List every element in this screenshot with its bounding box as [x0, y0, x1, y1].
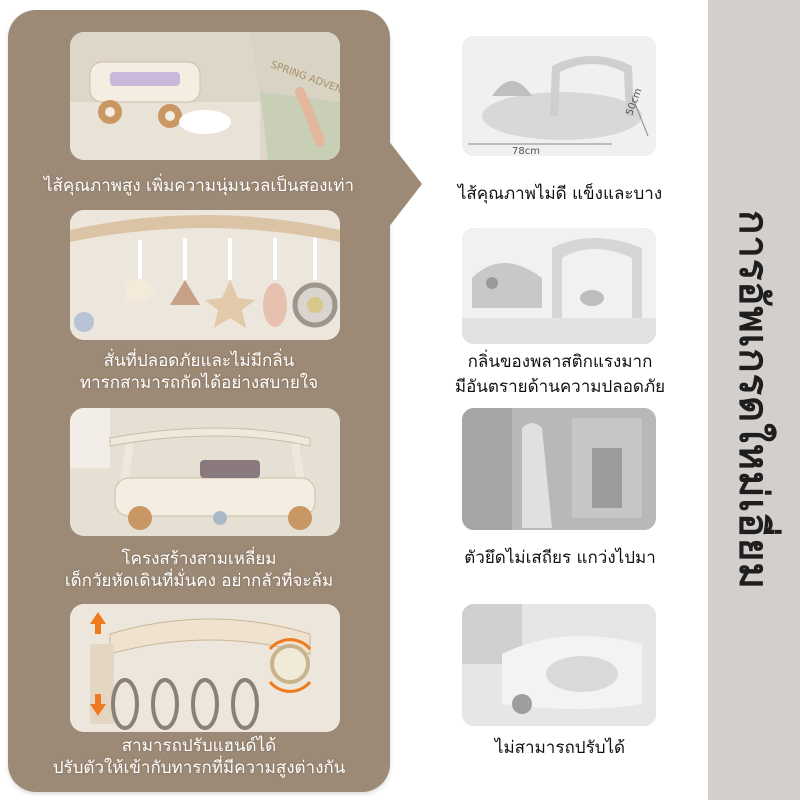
bad-caption-3: ตัวยึดไม่เสถียร แกว่งไปมา — [410, 546, 710, 571]
panel-pointer — [388, 140, 422, 228]
bad-caption-2-line-2: มีอันตรายด้านความปลอดภัย — [454, 377, 666, 397]
bad-caption-4: ไม่สามารถปรับได้ — [410, 736, 710, 761]
right-band — [708, 0, 800, 800]
bad-caption-2-line-1: กลิ่นของพลาสติกแรงมาก — [467, 352, 653, 372]
bad-photo-mat: 78cm 50cm — [462, 36, 656, 156]
bad-caption-2: กลิ่นของพลาสติกแรงมาก มีอันตรายด้านความป… — [410, 350, 710, 400]
arrow-down-icon — [90, 704, 106, 716]
good-photo-handle — [70, 604, 340, 732]
bad-photo-fixed — [462, 604, 656, 726]
good-caption-3: โครงสร้างสามเหลี่ยม เด็กวัยหัดเดินที่มั่… — [8, 548, 390, 592]
good-photo-frame — [70, 408, 340, 536]
good-caption-3-line-2: เด็กวัยหัดเดินที่มั่นคง อย่ากลัวที่จะล้ม — [64, 571, 334, 591]
good-caption-2-line-2: ทารกสามารถกัดได้อย่างสบายใจ — [79, 373, 319, 393]
good-caption-4-line-1: สามารถปรับแฮนด์ได้ — [121, 736, 277, 756]
side-title: การอัพเกรดใหม่เอี่ยม — [730, 210, 776, 590]
bad-photo-unstable — [462, 408, 656, 530]
arrow-up-icon — [90, 612, 106, 624]
good-caption-1: ไส้คุณภาพสูง เพิ่มความนุ่มนวลเป็นสองเท่า — [8, 175, 390, 197]
bad-photo-plastic — [462, 228, 656, 344]
good-caption-3-line-1: โครงสร้างสามเหลี่ยม — [121, 549, 277, 569]
bad-caption-4-line-1: ไม่สามารถปรับได้ — [494, 738, 626, 758]
bad-caption-3-line-1: ตัวยึดไม่เสถียร แกว่งไปมา — [464, 548, 656, 568]
good-photo-mat: SPRING ADVENTURE — [70, 32, 340, 160]
bad-caption-1: ไส้คุณภาพไม่ดี แข็งและบาง — [410, 182, 710, 207]
good-photo-toys — [70, 210, 340, 340]
good-caption-4: สามารถปรับแฮนด์ได้ ปรับตัวให้เข้ากับทารก… — [8, 735, 390, 779]
good-caption-1-line-1: ไส้คุณภาพสูง เพิ่มความนุ่มนวลเป็นสองเท่า — [43, 176, 355, 196]
bad-caption-1-line-1: ไส้คุณภาพไม่ดี แข็งและบาง — [457, 184, 663, 204]
good-caption-4-line-2: ปรับตัวให้เข้ากับทารกที่มีความสูงต่างกัน — [52, 758, 346, 778]
good-caption-2-line-1: สั่นที่ปลอดภัยและไม่มีกลิ่น — [103, 351, 295, 371]
dim-width-label: 78cm — [512, 146, 540, 156]
good-caption-2: สั่นที่ปลอดภัยและไม่มีกลิ่น ทารกสามารถกั… — [8, 350, 390, 394]
